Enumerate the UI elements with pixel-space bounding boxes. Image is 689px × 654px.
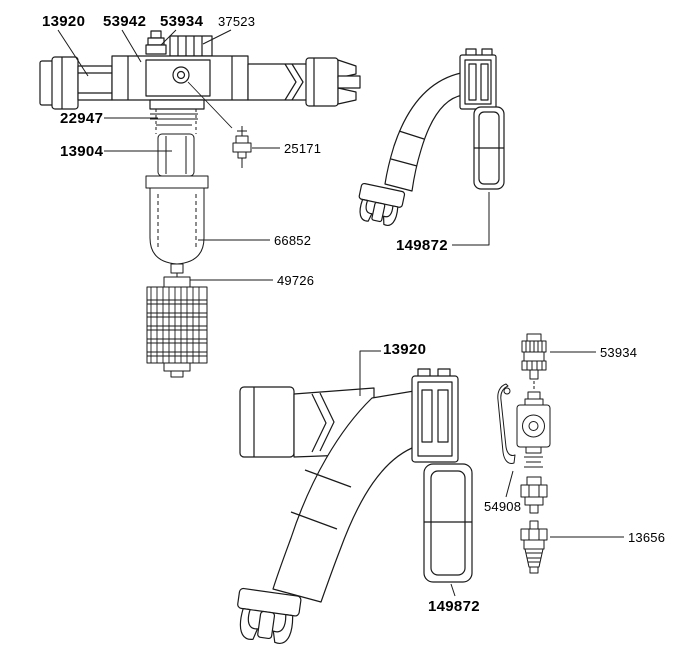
right-parts-column	[497, 333, 551, 574]
buckle-clip	[358, 182, 406, 226]
part-label-149872-lower: 149872	[428, 598, 480, 615]
filter-regulator-body	[111, 55, 249, 129]
part-label-53934-top: 53934	[160, 13, 204, 30]
grip-body	[473, 106, 505, 190]
hose-assembly-upper	[358, 48, 505, 226]
leader-lines	[57, 29, 624, 597]
clip-54908	[497, 383, 516, 464]
exploded-stack	[145, 109, 209, 378]
manifold-block-37523	[169, 35, 213, 57]
part-label-54908: 54908	[484, 499, 522, 514]
valve-body	[516, 391, 551, 468]
part-label-22947: 22947	[60, 110, 104, 127]
part-label-13656: 13656	[628, 530, 666, 545]
part-label-49726: 49726	[277, 273, 315, 288]
hose-assembly-lower	[237, 368, 473, 644]
part-label-13920-lower: 13920	[383, 341, 427, 358]
bleed-valve-25171	[232, 126, 252, 168]
grip-body	[423, 463, 473, 583]
part-label-149872-upper: 149872	[396, 237, 448, 254]
fitting-13656	[520, 520, 548, 574]
muffler-49726	[146, 276, 208, 378]
fitting-mid	[520, 476, 548, 514]
hose-tube	[272, 390, 418, 603]
part-label-13920-top: 13920	[42, 13, 86, 30]
buckle-clip	[237, 587, 302, 644]
filter-element-13904	[157, 133, 195, 177]
filter-bowl-66852	[145, 175, 209, 277]
gasket-22947	[150, 113, 198, 126]
fitting-53934	[521, 333, 547, 380]
left-coupling	[39, 56, 113, 110]
part-label-53934-right: 53934	[600, 345, 638, 360]
connector-block	[459, 48, 497, 110]
right-strap	[247, 63, 309, 101]
part-label-37523: 37523	[218, 14, 256, 29]
part-label-25171: 25171	[284, 141, 322, 156]
top-assembly	[39, 30, 361, 378]
part-label-13904: 13904	[60, 143, 104, 160]
connector-block	[411, 368, 459, 463]
part-label-53942: 53942	[103, 13, 147, 30]
part-label-66852: 66852	[274, 233, 312, 248]
right-buckle	[305, 57, 361, 107]
hose-tube	[384, 72, 464, 192]
